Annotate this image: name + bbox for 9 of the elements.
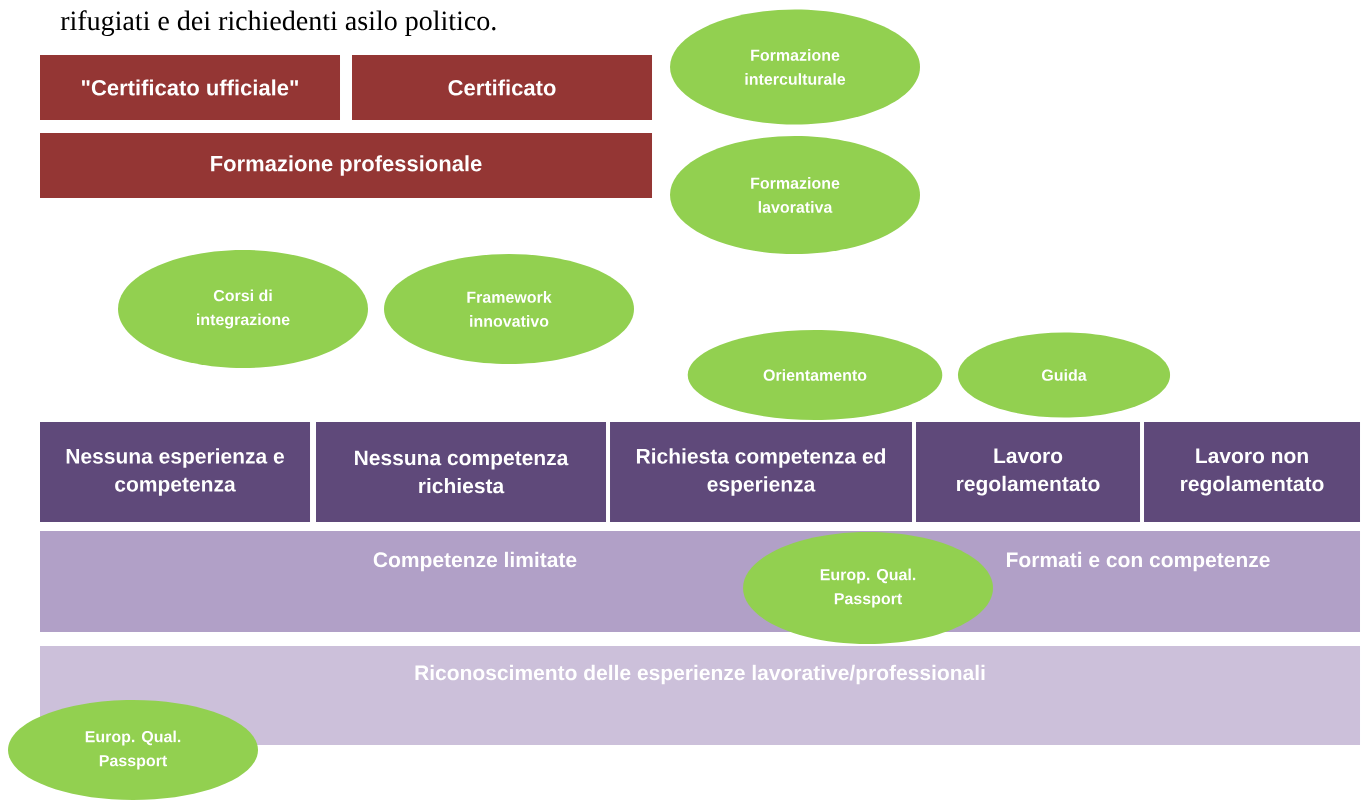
text: rifugiati e dei richiedenti asilo politico.	[60, 10, 496, 37]
category-box: Lavoro non regolamentato	[1144, 422, 1360, 522]
category-box: Formazione professionale	[40, 133, 652, 198]
category-box: Richiesta competenza ed esperienza	[610, 422, 912, 522]
category-box: "Certificato ufficiale"	[40, 55, 340, 120]
category-box: Lavoro regolamentato	[916, 422, 1140, 522]
category-box: Nessuna esperienza e competenza	[40, 422, 310, 522]
category-box: Certificato	[352, 55, 652, 120]
category-box: Nessuna competenza richiesta	[316, 422, 606, 522]
